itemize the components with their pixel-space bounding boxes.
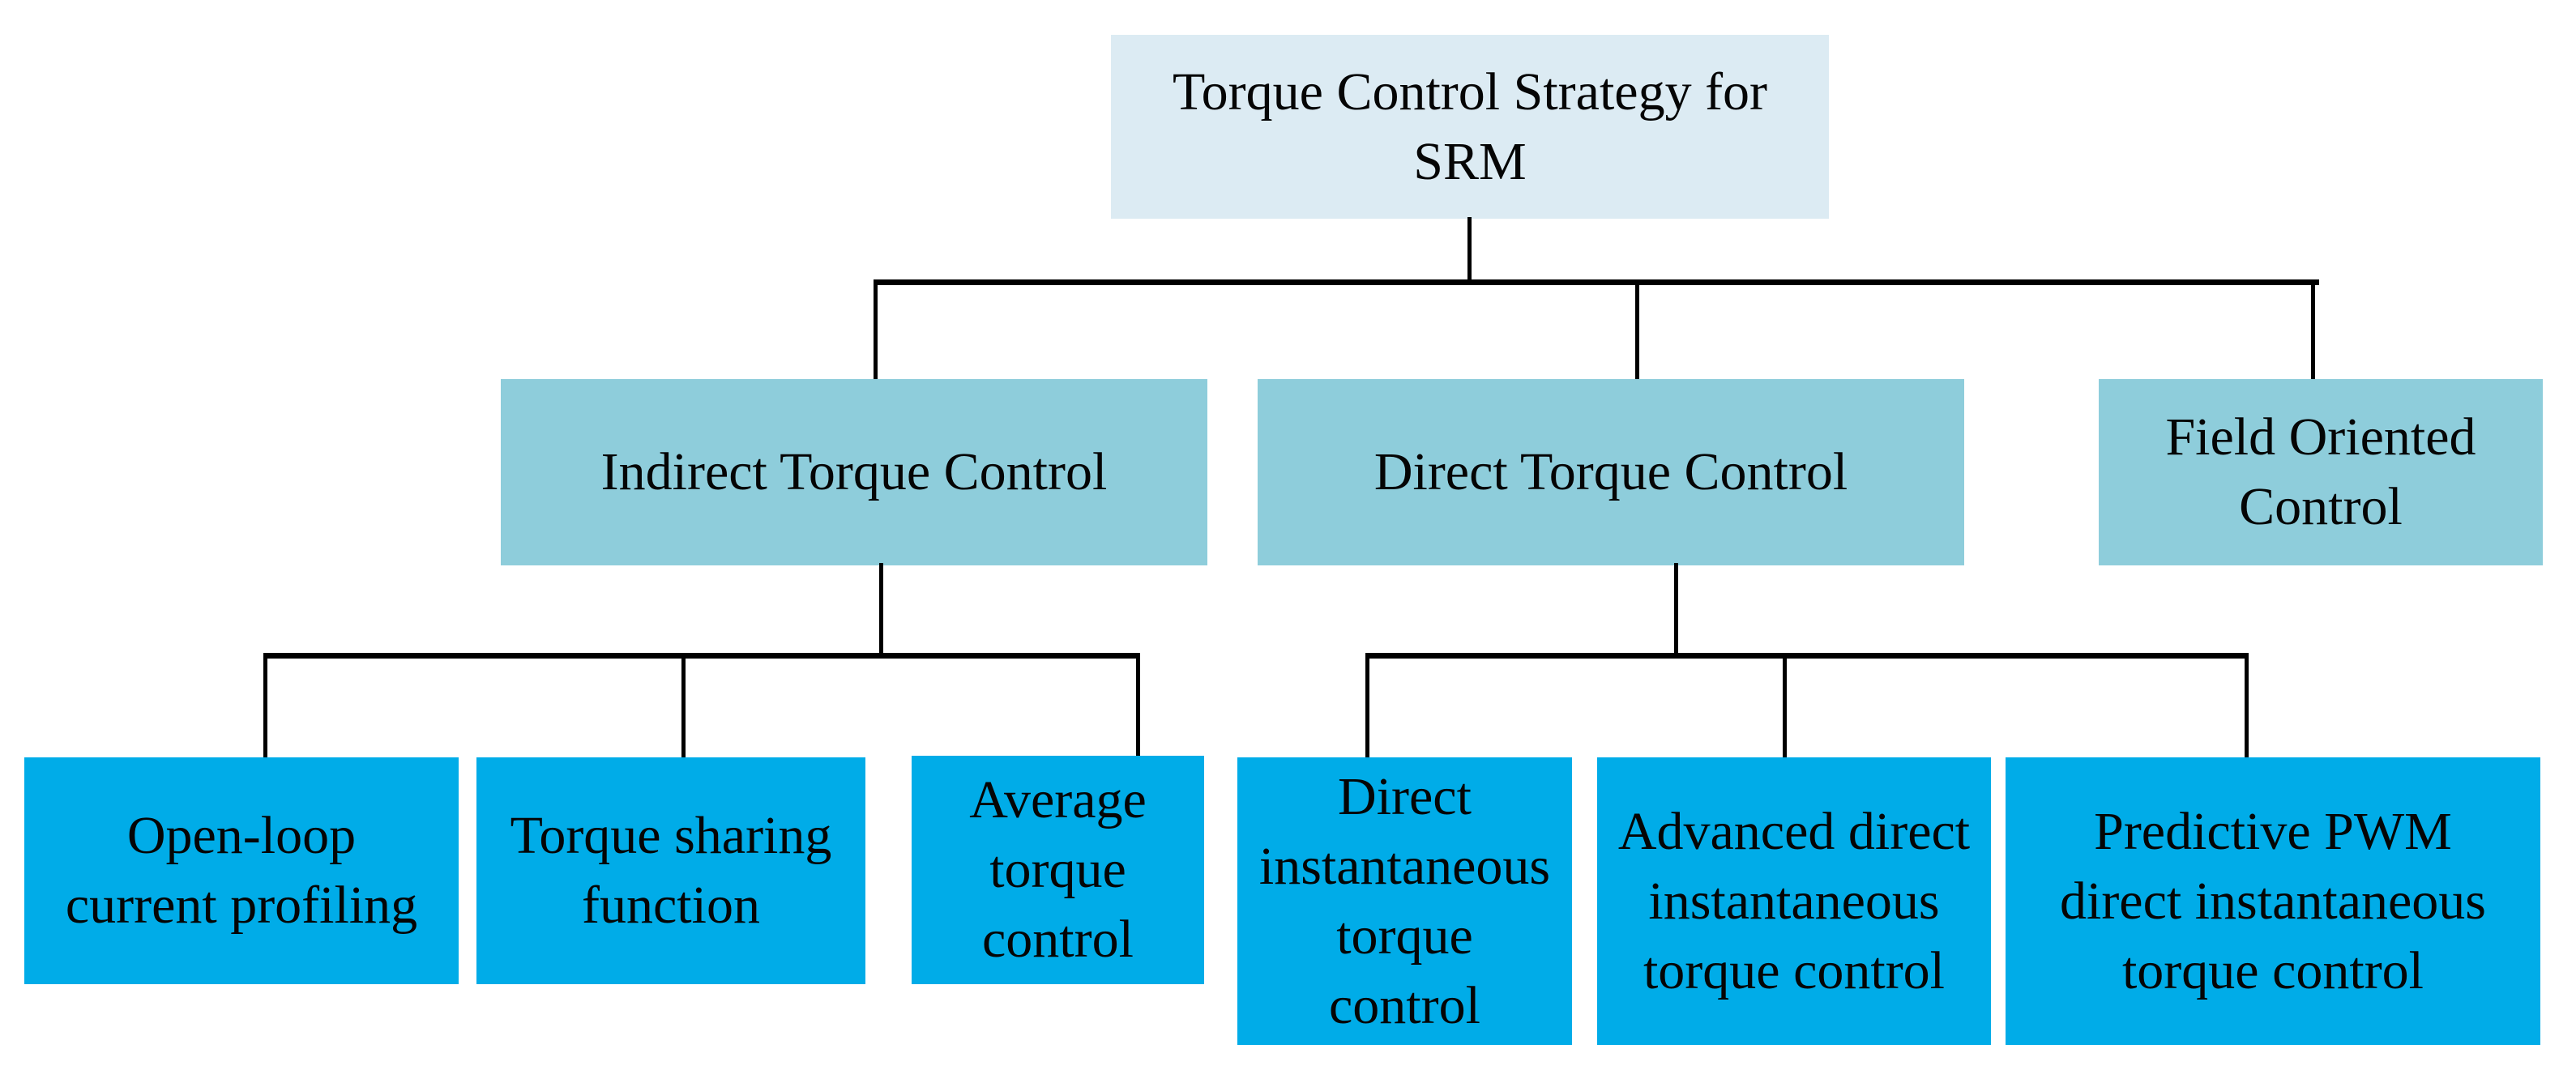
node-torque-control-strategy-root: Torque Control Strategy for SRM — [1111, 35, 1829, 219]
connector-drop-direct-instantaneous — [1365, 653, 1369, 759]
connector-drop-average-torque — [1136, 653, 1140, 759]
connector-left-rail — [263, 653, 1140, 659]
connector-direct-stem — [1674, 563, 1678, 656]
node-label: Indirect Torque Control — [600, 442, 1108, 501]
node-label: Direct Torque Control — [1373, 442, 1848, 501]
connector-drop-direct — [1635, 279, 1639, 379]
connector-top-rail — [874, 279, 2319, 285]
node-label: Average torque control — [969, 770, 1147, 969]
node-direct-torque-control: Direct Torque Control — [1258, 379, 1964, 565]
connector-root-stem — [1467, 217, 1472, 284]
node-label: Open-loop current profiling — [65, 806, 418, 935]
connector-drop-torque-sharing — [681, 653, 686, 759]
connector-drop-field-oriented — [2311, 279, 2315, 379]
connector-drop-predictive-pwm — [2245, 653, 2249, 759]
node-label: Field Oriented Control — [2165, 407, 2476, 536]
node-predictive-pwm-direct-instantaneous-torque-control: Predictive PWM direct instantaneous torq… — [2006, 757, 2540, 1045]
node-indirect-torque-control: Indirect Torque Control — [501, 379, 1207, 565]
connector-drop-advanced-direct — [1783, 653, 1787, 759]
connector-right-rail — [1365, 653, 2249, 659]
node-label: Torque Control Strategy for SRM — [1172, 62, 1768, 191]
node-field-oriented-control: Field Oriented Control — [2099, 379, 2543, 565]
node-label: Torque sharing function — [510, 806, 832, 935]
node-direct-instantaneous-torque-control: Direct instantaneous torque control — [1237, 757, 1572, 1045]
node-open-loop-current-profiling: Open-loop current profiling — [24, 757, 459, 984]
connector-indirect-stem — [879, 563, 883, 656]
node-label: Predictive PWM direct instantaneous torq… — [2059, 801, 2486, 1000]
node-label: Direct instantaneous torque control — [1258, 766, 1551, 1035]
connector-drop-indirect — [874, 279, 878, 379]
node-label: Advanced direct instantaneous torque con… — [1617, 801, 1971, 1000]
connector-drop-open-loop — [263, 653, 267, 759]
node-advanced-direct-instantaneous-torque-control: Advanced direct instantaneous torque con… — [1597, 757, 1991, 1045]
node-torque-sharing-function: Torque sharing function — [476, 757, 865, 984]
node-average-torque-control: Average torque control — [912, 756, 1204, 984]
